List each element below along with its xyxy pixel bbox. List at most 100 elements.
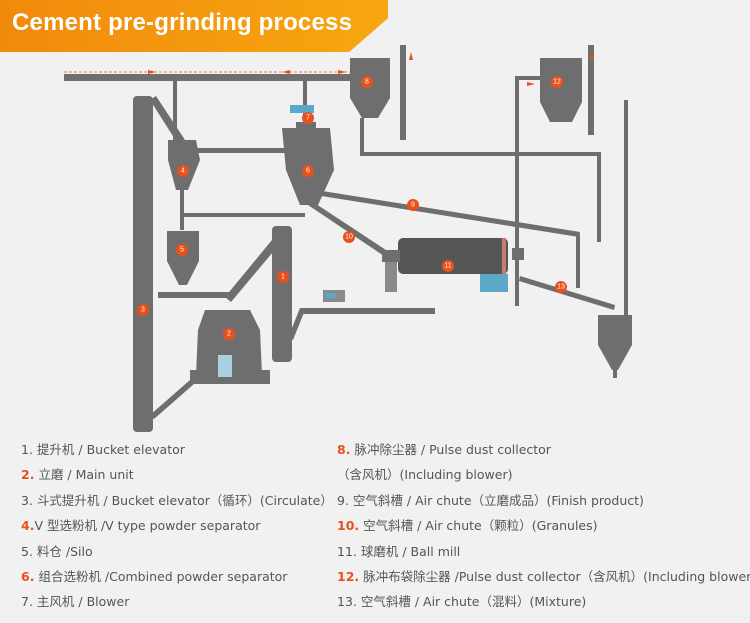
svg-text:1: 1 xyxy=(281,274,285,281)
mill-outlet xyxy=(512,248,524,260)
legend-number: 11. xyxy=(337,543,357,559)
legend-item: 2. 立磨 / Main unit xyxy=(21,462,333,487)
flow-arrows xyxy=(148,52,594,86)
marker-3: 3 xyxy=(137,304,149,316)
legend-number: 2. xyxy=(21,467,35,483)
separator-link-duct xyxy=(196,148,286,153)
bag-collector-pipe xyxy=(515,76,519,306)
collector-duct xyxy=(306,74,350,81)
markers: 1 2 3 4 5 6 7 8 9 10 11 12 13 xyxy=(137,76,567,340)
mill-support-left xyxy=(385,262,397,292)
bag-collector-hopper xyxy=(540,102,582,122)
legend-number: 13. xyxy=(337,594,357,610)
feed-chute xyxy=(150,96,185,144)
legend-text: 提升机 / Bucket elevator xyxy=(36,442,185,457)
legend-text: 斗式提升机 / Bucket elevator（循环）(Circulate） xyxy=(36,492,333,508)
bucket-elevator xyxy=(272,226,292,362)
air-chute-mixture xyxy=(519,276,615,310)
legend-number: 8. xyxy=(337,442,351,457)
blower-duct xyxy=(303,80,307,122)
legend-number: 1. xyxy=(21,442,33,457)
top-air-duct xyxy=(64,74,354,81)
marker-8: 8 xyxy=(361,76,373,88)
weigh-feeder-motor xyxy=(325,293,335,298)
product-bin xyxy=(598,315,632,345)
arrow-icon xyxy=(590,52,594,60)
marker-7: 7 xyxy=(302,112,314,124)
legend-item: 5. 料仓 /Silo xyxy=(21,539,333,564)
arrow-icon xyxy=(282,70,290,74)
belt-conveyor xyxy=(300,308,435,314)
marker-12: 12 xyxy=(551,76,563,88)
svg-text:8: 8 xyxy=(365,79,369,86)
legend-item: 3. 斗式提升机 / Bucket elevator（循环）(Circulate… xyxy=(21,488,333,513)
legend-number: 12. xyxy=(337,569,360,585)
mill-reject-chute xyxy=(150,380,194,419)
legend-number: 3. xyxy=(21,492,33,508)
marker-5: 5 xyxy=(176,244,188,256)
silo-cone xyxy=(167,261,199,285)
bag-collector-stack xyxy=(588,45,594,135)
feeder-belt xyxy=(158,292,234,298)
svg-text:9: 9 xyxy=(411,202,415,209)
ball-mill xyxy=(398,238,508,274)
legend-text: V 型选粉机 /V type powder separator xyxy=(34,518,261,534)
bin-feed-pipe xyxy=(624,100,628,315)
svg-text:3: 3 xyxy=(141,307,145,314)
arrow-icon xyxy=(338,70,346,74)
marker-9: 9 xyxy=(407,199,419,211)
svg-text:5: 5 xyxy=(180,247,184,254)
blower-motor xyxy=(290,105,314,113)
legend-text: 组合选粉机 /Combined powder separator xyxy=(38,569,288,585)
separator-duct xyxy=(173,81,177,141)
arrow-icon xyxy=(148,70,156,74)
arrow-icon xyxy=(527,82,535,86)
legend-text: 脉冲布袋除尘器 /Pulse dust collector（含风机）(Inclu… xyxy=(363,569,750,585)
process-diagram: 1 2 3 4 5 6 7 8 9 10 11 12 13 xyxy=(64,45,632,432)
legend-text: 脉冲除尘器 / Pulse dust collector xyxy=(354,442,551,457)
legend-text: 空气斜槽 / Air chute（颗粒）(Granules) xyxy=(363,518,598,534)
chute-support xyxy=(576,234,580,288)
marker-11: 11 xyxy=(442,260,454,272)
marker-13: 13 xyxy=(555,281,567,293)
legend-item: 11. 球磨机 / Ball mill xyxy=(337,539,750,564)
legend-item: （含风机）(Including blower) xyxy=(337,462,750,487)
legend-text: 空气斜槽 / Air chute（立磨成品）(Finish product) xyxy=(352,492,644,508)
legend-item: 9. 空气斜槽 / Air chute（立磨成品）(Finish product… xyxy=(337,488,750,513)
separator-top xyxy=(296,122,316,128)
svg-text:7: 7 xyxy=(306,115,310,122)
mill-inlet xyxy=(382,250,400,262)
legend-text: 球磨机 / Ball mill xyxy=(360,543,461,559)
page-title: Cement pre-grinding process xyxy=(12,9,353,36)
legend-item: 10. 空气斜槽 / Air chute（颗粒）(Granules) xyxy=(337,513,750,538)
bucket-elevator-circulate xyxy=(133,96,153,432)
svg-text:4: 4 xyxy=(181,168,185,175)
legend-item: 1. 提升机 / Bucket elevator xyxy=(21,437,333,462)
legend-text: 主风机 / Blower xyxy=(36,594,130,610)
collector-outlet-pipe xyxy=(360,118,364,154)
svg-text:6: 6 xyxy=(306,168,310,175)
right-down-pipe xyxy=(597,152,601,242)
legend-item: 4.V 型选粉机 /V type powder separator xyxy=(21,513,333,538)
legend-item: 13. 空气斜槽 / Air chute（混料）(Mixture) xyxy=(337,589,750,614)
product-bin-cone xyxy=(598,345,632,370)
vertical-mill xyxy=(196,310,262,375)
mill-door xyxy=(218,355,232,377)
legend-number: 10. xyxy=(337,518,360,534)
mill-motor xyxy=(480,274,508,292)
collector-hopper xyxy=(350,98,390,118)
legend-number: 6. xyxy=(21,569,35,585)
elevator-discharge-chute xyxy=(225,240,278,302)
air-chute-finish-product xyxy=(315,190,580,237)
legend-text: 立磨 / Main unit xyxy=(38,467,134,483)
legend-number: 7. xyxy=(21,594,33,610)
svg-text:10: 10 xyxy=(345,234,353,241)
marker-10: 10 xyxy=(343,231,355,243)
air-chute-granules xyxy=(305,200,395,260)
legend-right: 8. 脉冲除尘器 / Pulse dust collector （含风机）(In… xyxy=(337,437,750,615)
legend-number: 4. xyxy=(21,518,35,534)
bag-collector-inlet xyxy=(515,76,540,80)
legend-text: 空气斜槽 / Air chute（混料）(Mixture) xyxy=(360,594,587,610)
collector-return-duct xyxy=(360,152,600,156)
product-bin-outlet xyxy=(613,370,617,378)
